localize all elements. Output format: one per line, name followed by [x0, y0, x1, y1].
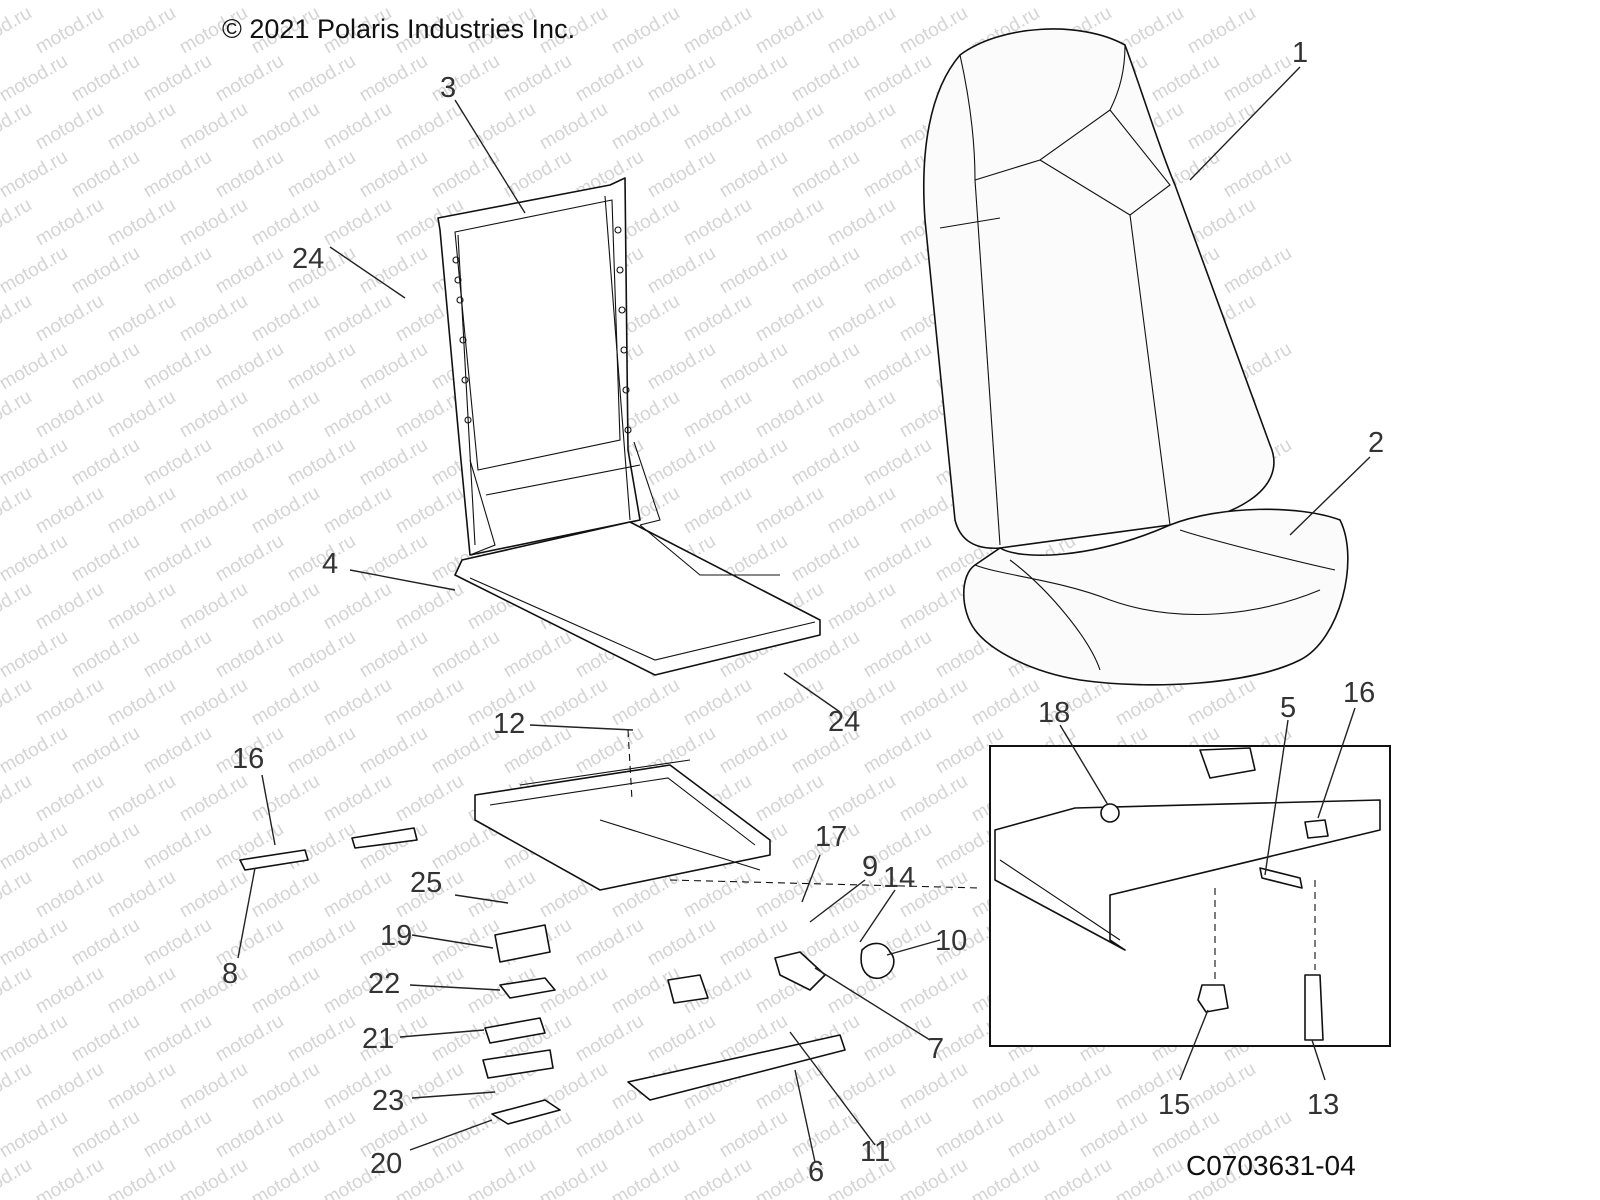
knob-10	[860, 942, 895, 979]
bracket-7	[774, 951, 826, 991]
document-number: C0703631-04	[1186, 1150, 1356, 1181]
callout-10: 10	[935, 925, 967, 957]
callout-16-inset: 16	[1343, 677, 1375, 709]
callout-9: 9	[862, 851, 878, 883]
callout-12: 12	[493, 708, 525, 740]
callout-23: 23	[372, 1085, 404, 1117]
brackets-19-23-20	[482, 924, 709, 1125]
seat-cushion	[963, 508, 1349, 686]
callout-20: 20	[370, 1148, 402, 1180]
frame-holes	[452, 226, 632, 434]
seat-slider-mechanism	[474, 729, 981, 891]
seat-assembly	[922, 28, 1349, 686]
callout-17: 17	[815, 821, 847, 853]
callout-14: 14	[883, 862, 915, 894]
callout-4: 4	[322, 548, 338, 580]
rail-bracket-6	[627, 1034, 846, 1101]
seat-frame	[437, 177, 821, 676]
callout-21: 21	[362, 1023, 394, 1055]
callout-6: 6	[808, 1156, 824, 1188]
detail-inset	[989, 745, 1391, 1047]
copyright-notice: © 2021 Polaris Industries Inc.	[222, 14, 576, 44]
callout-22: 22	[368, 968, 400, 1000]
callout-16-left: 16	[232, 743, 264, 775]
callout-24-top: 24	[292, 243, 324, 275]
callout-8: 8	[222, 958, 238, 990]
callout-13: 13	[1307, 1089, 1339, 1121]
seat-backrest	[922, 28, 1275, 549]
callout-labels: 1 2 3 4 5 6 7 8 9 10 11 12 13 14 15 16 1…	[222, 37, 1384, 1188]
callout-1: 1	[1292, 37, 1308, 69]
callout-19: 19	[380, 920, 412, 952]
callout-11: 11	[860, 1136, 890, 1168]
callout-25: 25	[410, 867, 442, 899]
callout-2: 2	[1368, 427, 1384, 459]
callout-3: 3	[440, 72, 456, 104]
callout-24-bottom: 24	[828, 706, 860, 738]
bracket-plates-8	[239, 827, 418, 871]
callout-7: 7	[928, 1033, 944, 1065]
callout-5: 5	[1280, 692, 1296, 724]
callout-15: 15	[1158, 1089, 1190, 1121]
callout-18: 18	[1038, 697, 1070, 729]
leader-lines	[237, 66, 1371, 1163]
